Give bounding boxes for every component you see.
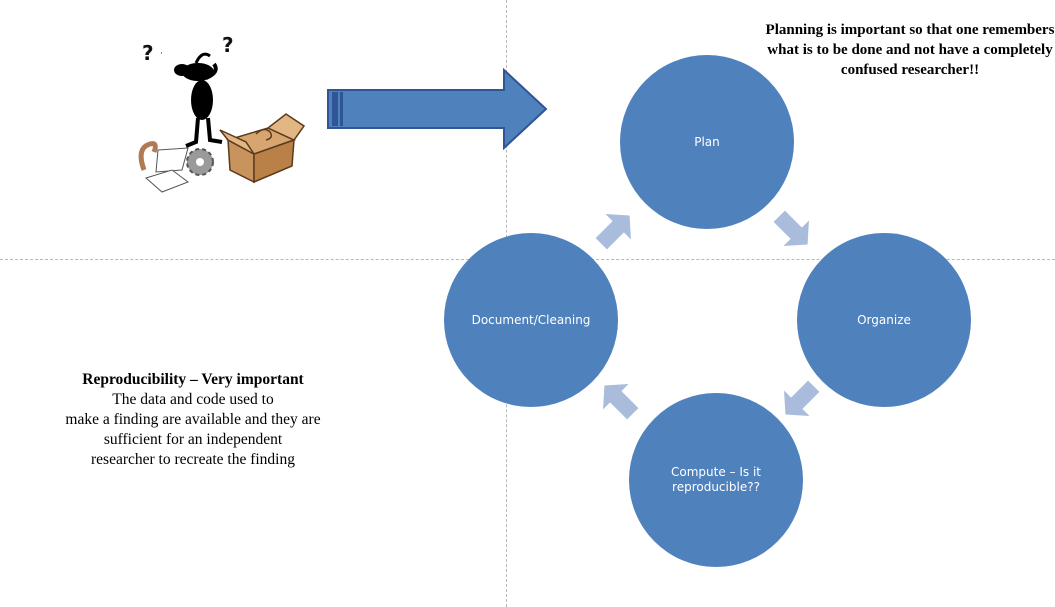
cycle-step-plan: Plan — [620, 55, 794, 229]
reproducibility-heading: Reproducibility – Very important — [82, 371, 304, 388]
cycle-arrow-icon — [773, 210, 809, 246]
cycle-arrow-icon — [784, 380, 820, 416]
cycle-step-compute: Compute – Is it reproducible?? — [629, 393, 803, 567]
cycle-arrow-icon — [595, 214, 631, 250]
cycle-step-label: Organize — [857, 312, 911, 327]
reproducibility-line: The data and code used to — [112, 391, 274, 408]
svg-text:?: ? — [142, 41, 154, 65]
right-arrow-icon — [327, 68, 548, 150]
cycle-step-organize: Organize — [797, 233, 971, 407]
cycle-step-document: Document/Cleaning — [444, 233, 618, 407]
cycle-step-label: Plan — [694, 134, 720, 149]
reproducibility-note: Reproducibility – Very important The dat… — [28, 370, 358, 470]
svg-text:?: ? — [222, 33, 234, 57]
confused-researcher-illustration: ? ? · — [138, 33, 306, 193]
reproducibility-line: make a finding are available and they ar… — [65, 411, 321, 428]
cycle-arrow-icon — [603, 384, 639, 420]
cycle-step-label: Compute – Is it reproducible?? — [671, 465, 761, 494]
reproducibility-line: researcher to recreate the finding — [91, 451, 295, 468]
reproducibility-line: sufficient for an independent — [103, 431, 283, 448]
svg-text:·: · — [160, 49, 163, 59]
cycle-step-label: Document/Cleaning — [471, 312, 591, 327]
planning-note: Planning is important so that one rememb… — [765, 22, 1055, 78]
